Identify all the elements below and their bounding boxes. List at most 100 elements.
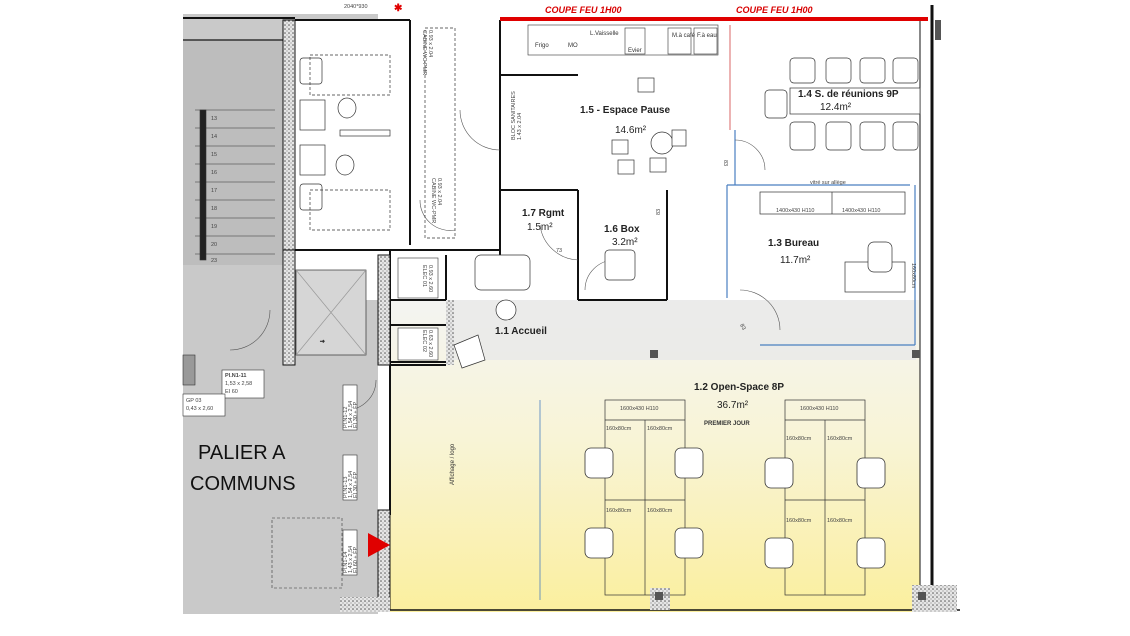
svg-text:CABINE WC-PMR: CABINE WC-PMR bbox=[430, 178, 436, 223]
bureau-desk-label: 1400x430 H110 bbox=[842, 208, 880, 214]
room-name-pause: 1.5 - Espace Pause bbox=[580, 105, 670, 116]
stair-num: 18 bbox=[211, 206, 217, 212]
bureau-furniture bbox=[759, 191, 906, 293]
svg-text:1,43 x 2,54: 1,43 x 2,54 bbox=[348, 546, 354, 573]
fire-door-icon: ✱ bbox=[394, 3, 403, 14]
meeting-furniture bbox=[764, 57, 921, 151]
stair-num: 17 bbox=[211, 188, 217, 194]
palier-label-1: PALIER A bbox=[198, 442, 286, 464]
desk-labels: 1600x430 H110 1600x430 H110 160x80cm 160… bbox=[606, 406, 853, 524]
svg-text:1,54 x 2,54: 1,54 x 2,54 bbox=[348, 401, 354, 428]
svg-text:EI 30 + FP: EI 30 + FP bbox=[353, 472, 359, 498]
room-area-open-space: 36.7m² bbox=[717, 400, 749, 411]
door-width: 83 bbox=[722, 160, 728, 166]
svg-text:1600x430 H110: 1600x430 H110 bbox=[800, 406, 838, 412]
svg-text:Pl.N1-14: Pl.N1-14 bbox=[343, 552, 349, 573]
svg-text:M.à café: M.à café bbox=[672, 33, 696, 39]
svg-text:160x80cm: 160x80cm bbox=[606, 508, 632, 514]
svg-text:1.43 x 2.04: 1.43 x 2.04 bbox=[517, 113, 523, 140]
svg-text:0.93 x 2.04: 0.93 x 2.04 bbox=[427, 30, 433, 57]
room-name-reunions: 1.4 S. de réunions 9P bbox=[798, 89, 899, 100]
walls bbox=[183, 5, 960, 611]
open-space-chairs bbox=[584, 447, 886, 569]
svg-text:1,53 x 2,58: 1,53 x 2,58 bbox=[225, 381, 252, 387]
svg-text:Evier: Evier bbox=[628, 48, 642, 54]
kitchen-labels: Frigo MO L.Vaisselle Evier M.à café F.à … bbox=[535, 31, 717, 54]
stair-num: 19 bbox=[211, 224, 217, 230]
svg-text:Pl.N1-12: Pl.N1-12 bbox=[343, 407, 349, 428]
affichage-label: Affichage / logo bbox=[450, 443, 456, 485]
bureau-side-label: 160x80cm bbox=[910, 263, 916, 289]
pause-furniture bbox=[453, 77, 687, 369]
room-area-reunions: 12.4m² bbox=[820, 102, 852, 113]
svg-text:CABINE WC-PMR: CABINE WC-PMR bbox=[421, 30, 427, 75]
svg-text:F.à eau: F.à eau bbox=[697, 33, 717, 39]
svg-text:Pl.N1-13: Pl.N1-13 bbox=[343, 477, 349, 498]
svg-text:160x80cm: 160x80cm bbox=[647, 508, 673, 514]
svg-text:GP 03: GP 03 bbox=[186, 398, 202, 404]
svg-text:MO: MO bbox=[568, 43, 578, 49]
elevator: ⇢ bbox=[295, 269, 367, 356]
fire-label-left: COUPE FEU 1H00 bbox=[545, 5, 622, 15]
svg-text:1,54 x 2,54: 1,54 x 2,54 bbox=[348, 471, 354, 498]
svg-text:ELEC 02: ELEC 02 bbox=[421, 330, 427, 352]
door-width: 73 bbox=[556, 248, 562, 254]
svg-text:Pl.N1-11: Pl.N1-11 bbox=[225, 373, 246, 379]
premier-jour-label: PREMIER JOUR bbox=[704, 421, 750, 427]
room-name-rgmt: 1.7 Rgmt bbox=[522, 208, 565, 219]
bureau-desk-label: 1400x430 H110 bbox=[776, 208, 814, 214]
stair-num: 13 bbox=[211, 116, 217, 122]
svg-text:BLOC SANITAIRES: BLOC SANITAIRES bbox=[511, 91, 517, 140]
svg-text:EI 60 + FP: EI 60 + FP bbox=[353, 547, 359, 573]
svg-text:160x80cm: 160x80cm bbox=[606, 426, 632, 432]
gaines: ELEC 01 0.93 x 2.60 ELEC 02 0.63 x 2.60 bbox=[397, 257, 439, 361]
kitchen bbox=[527, 24, 719, 56]
svg-text:ELEC 01: ELEC 01 bbox=[421, 265, 427, 287]
svg-text:160x80cm: 160x80cm bbox=[827, 436, 853, 442]
svg-text:0.93 x 2.60: 0.93 x 2.60 bbox=[427, 265, 433, 292]
open-space-desks bbox=[604, 399, 866, 596]
svg-text:1600x430 H110: 1600x430 H110 bbox=[620, 406, 658, 412]
door-width: 83 bbox=[656, 209, 662, 215]
fire-label-right: COUPE FEU 1H00 bbox=[736, 5, 813, 15]
svg-text:160x80cm: 160x80cm bbox=[647, 426, 673, 432]
room-name-box: 1.6 Box bbox=[604, 224, 640, 235]
palier-panels bbox=[182, 354, 358, 589]
palier-label-2: COMMUNS bbox=[190, 473, 296, 495]
svg-text:0.93 x 2.04: 0.93 x 2.04 bbox=[436, 178, 442, 205]
vitre-label: vitré sur allège bbox=[810, 180, 846, 186]
stairs bbox=[183, 39, 283, 261]
room-area-bureau: 11.7m² bbox=[780, 255, 811, 266]
svg-text:160x80cm: 160x80cm bbox=[827, 518, 853, 524]
door-code-top: 2040*930 bbox=[344, 4, 368, 10]
svg-text:0,43 x 2,60: 0,43 x 2,60 bbox=[186, 406, 213, 412]
door-width: 83 bbox=[738, 323, 746, 331]
room-labels: 1.5 - Espace Pause 14.6m² 1.4 S. de réun… bbox=[495, 89, 899, 411]
accueil-top bbox=[446, 300, 916, 360]
room-area-box: 3.2m² bbox=[612, 237, 638, 248]
svg-text:EI 60: EI 60 bbox=[225, 389, 238, 395]
stair-num: 15 bbox=[211, 152, 217, 158]
svg-text:Frigo: Frigo bbox=[535, 43, 549, 49]
stairwell bbox=[183, 40, 283, 265]
svg-text:0.63 x 2.60: 0.63 x 2.60 bbox=[427, 330, 433, 357]
plinth-labels: Pl.N1-11 1,53 x 2,58 EI 60 GP 03 0,43 x … bbox=[186, 373, 359, 573]
room-name-open-space: 1.2 Open-Space 8P bbox=[694, 382, 784, 393]
stair-numbers: 13 14 15 16 17 18 19 20 23 bbox=[211, 116, 217, 264]
svg-text:160x80cm: 160x80cm bbox=[786, 436, 812, 442]
stair-num: 20 bbox=[211, 242, 217, 248]
wc-fixtures bbox=[299, 27, 456, 239]
glass-walls bbox=[726, 130, 916, 346]
svg-text:160x80cm: 160x80cm bbox=[786, 518, 812, 524]
svg-text:EI 30 + FP: EI 30 + FP bbox=[353, 402, 359, 428]
door-swings bbox=[229, 109, 781, 411]
stair-num: 23 bbox=[211, 258, 217, 264]
floor-boxes bbox=[650, 20, 941, 600]
svg-text:⇢: ⇢ bbox=[320, 339, 325, 345]
stair-num: 14 bbox=[211, 134, 217, 140]
stair-num: 16 bbox=[211, 170, 217, 176]
entrance-arrow-icon bbox=[368, 533, 390, 557]
svg-text:L.Vaisselle: L.Vaisselle bbox=[590, 31, 619, 37]
room-area-pause: 14.6m² bbox=[615, 125, 647, 136]
